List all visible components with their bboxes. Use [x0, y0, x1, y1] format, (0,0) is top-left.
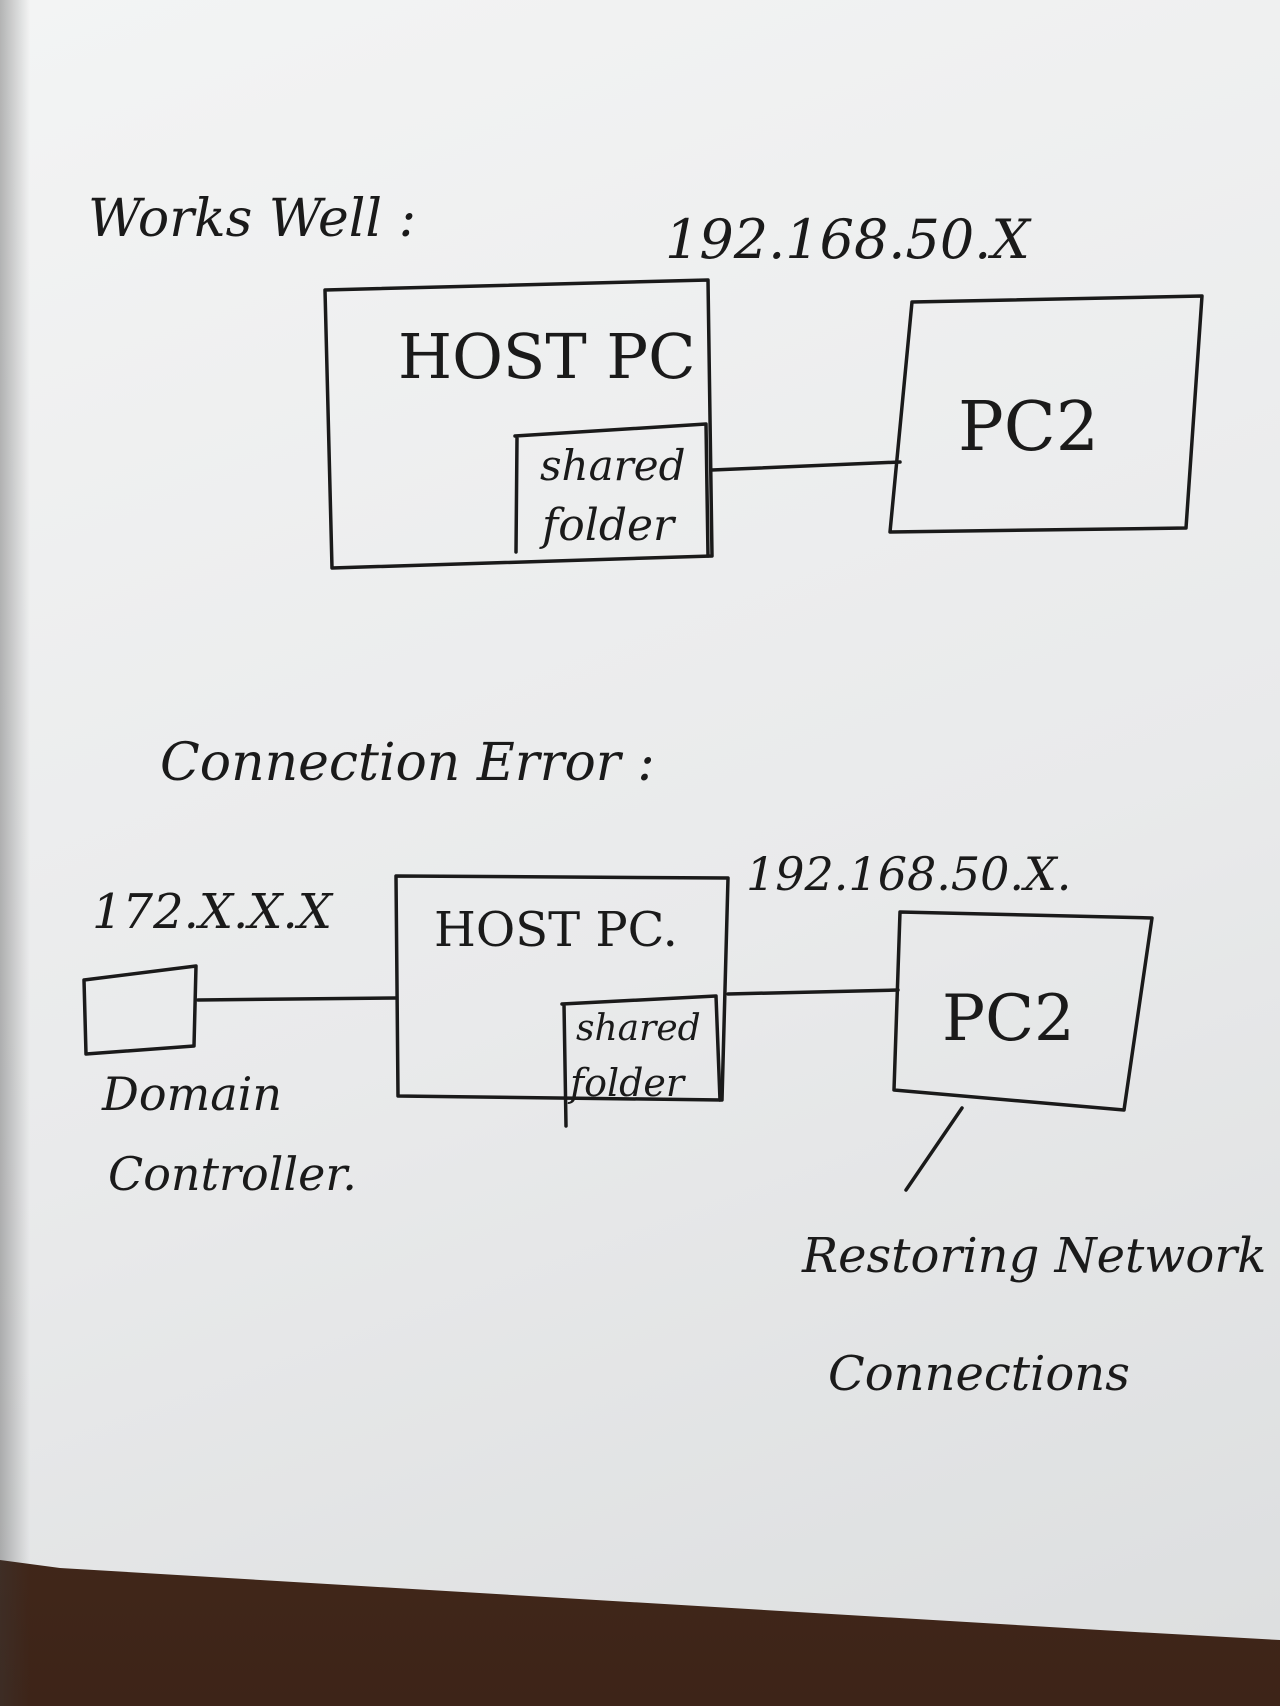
status-label-line2: Connections [828, 1346, 1130, 1402]
shared-folder-label-bottom-line1: shared [576, 1008, 701, 1049]
domain-controller-label-line1: Domain [101, 1067, 282, 1121]
ip-label-pc2-bottom: 192.168.50.X. [746, 847, 1071, 901]
link-host-pc2-bottom [726, 988, 900, 996]
domain-controller-box [82, 964, 198, 1056]
heading-connection-error: Connection Error : [160, 733, 655, 793]
shared-folder-label-top-line1: shared [540, 441, 685, 490]
pc2-box-top [888, 294, 1204, 534]
section-connection-error: Connection Error : 172.X.X.X 192.168.50.… [82, 733, 1266, 1402]
section-works-well: Works Well : 192.168.50.X HOST PC shared… [88, 189, 1204, 570]
host-pc-label-top: HOST PC [398, 320, 696, 393]
status-pointer-line [904, 1106, 964, 1192]
shared-folder-box-bottom [560, 994, 722, 1128]
paper-edge-shadow [0, 0, 30, 1706]
shared-folder-label-bottom-line2: folder [567, 1061, 687, 1105]
status-label-line1: Restoring Network [801, 1228, 1266, 1284]
pc2-label-top: PC2 [958, 388, 1099, 467]
heading-works-well: Works Well : [88, 189, 416, 249]
domain-controller-label-line2: Controller. [108, 1147, 357, 1201]
host-pc-label-bottom: HOST PC. [434, 902, 678, 958]
pc2-box-bottom [892, 910, 1154, 1112]
link-dc-host [196, 996, 398, 1002]
pc2-label-bottom: PC2 [942, 982, 1075, 1056]
ip-label-domain-controller: 172.X.X.X [92, 884, 334, 940]
host-pc-box-top [323, 278, 714, 570]
host-pc-box-bottom [394, 874, 730, 1102]
ip-label-top: 192.168.50.X [665, 208, 1032, 271]
shared-folder-label-top-line2: folder [539, 500, 677, 551]
shared-folder-box-top [513, 422, 710, 558]
link-host-pc2-top [710, 460, 902, 472]
